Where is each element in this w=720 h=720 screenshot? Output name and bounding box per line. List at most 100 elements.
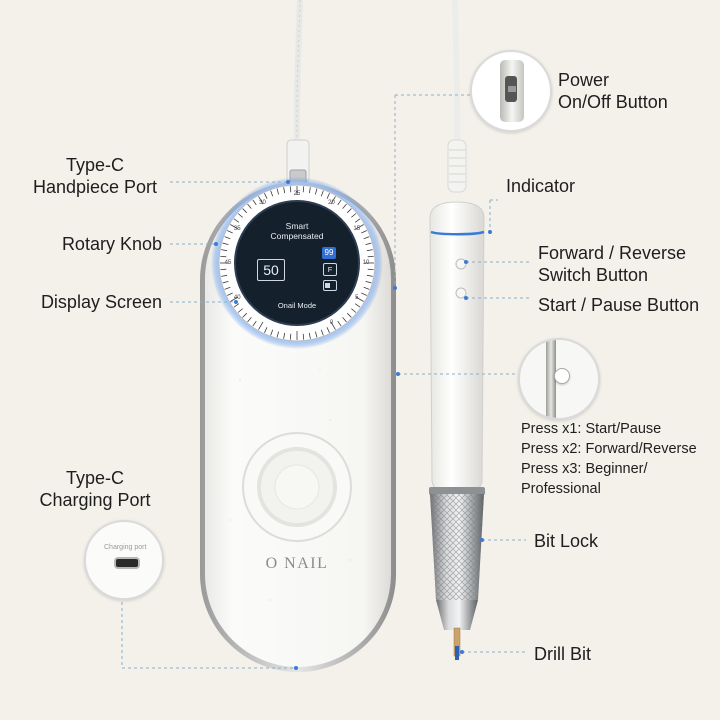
battery-icon — [323, 280, 337, 291]
dial-tick — [264, 327, 268, 333]
dial-tick — [346, 312, 352, 318]
label-handpiece-port: Type-C Handpiece Port — [32, 155, 158, 197]
dial-tick — [252, 199, 257, 206]
dial-tick — [314, 331, 318, 338]
label-forward-reverse: Forward / Reverse Switch Button — [538, 243, 687, 285]
dial-tick — [308, 332, 311, 339]
usb-c-port-icon — [114, 557, 140, 569]
screen-mode: Onail Mode — [277, 301, 317, 310]
dial-tick — [242, 208, 248, 214]
dial-tick — [326, 193, 330, 199]
dial-tick — [308, 187, 311, 194]
dial-tick — [363, 236, 370, 240]
dial-tick — [224, 286, 231, 290]
dial-number: 0 — [329, 319, 334, 326]
dial-tick — [230, 296, 239, 302]
label-start-pause: Start / Pause Button — [538, 295, 700, 315]
dial-number: 35 — [233, 225, 241, 232]
dial-tick — [258, 196, 264, 205]
dial-tick — [361, 230, 367, 234]
dial-tick — [221, 249, 228, 252]
dial-tick — [363, 286, 370, 290]
dial-tick — [276, 188, 280, 195]
dial-tick — [355, 224, 364, 230]
dial-tick — [342, 203, 347, 209]
dial-tick — [361, 292, 367, 296]
dial-tick — [242, 312, 248, 318]
label-indicator: Indicator — [506, 176, 576, 196]
dial-number: 10 — [362, 260, 370, 266]
charging-port-zoom: Charging port — [84, 520, 164, 600]
dial-tick — [302, 333, 305, 340]
dial-tick — [365, 242, 372, 246]
dial-number: 20 — [328, 200, 335, 207]
power-switch-zoom — [470, 50, 552, 132]
dial-tick — [351, 213, 357, 218]
dial-tick — [247, 203, 252, 209]
dial-number: 15 — [353, 225, 361, 232]
dial-tick — [330, 321, 336, 330]
dial-tick — [366, 249, 373, 252]
dial-tick — [227, 230, 233, 234]
dial-tick — [367, 255, 374, 258]
dial-tick — [220, 255, 227, 258]
dial-tick — [337, 320, 342, 327]
dial-tick — [367, 268, 374, 271]
dial-tick — [237, 213, 243, 218]
dial-number: 40 — [233, 294, 241, 301]
dial-tick — [233, 303, 240, 308]
screen-badge-letter: F — [323, 263, 337, 276]
dial-tick — [247, 317, 252, 323]
dial-tick — [366, 274, 373, 277]
dial-number: 25 — [293, 191, 301, 197]
charging-port-text: Charging port — [104, 544, 147, 551]
label-drill-bit: Drill Bit — [534, 644, 591, 664]
dial-tick — [264, 193, 268, 199]
dial-tick — [270, 329, 274, 336]
dial-tick — [365, 280, 372, 284]
dial-tick — [222, 280, 229, 284]
screen-title-line1: Smart — [285, 221, 309, 231]
dial-tick — [221, 274, 228, 277]
dial-tick — [233, 218, 240, 223]
dial-tick — [320, 329, 324, 336]
dial-tick — [355, 296, 364, 302]
display-screen: Smart Compensated 50 99 F Onail Mode — [235, 201, 359, 325]
dial-tick — [270, 190, 274, 197]
brand-logo: O NAIL — [265, 555, 329, 572]
dial-tick — [289, 333, 292, 340]
press-info: Press x1: Start/Pause Press x2: Forward/… — [521, 421, 697, 497]
label-display-screen: Display Screen — [40, 292, 162, 312]
dial-tick — [227, 292, 233, 296]
pen-button-zoom — [518, 338, 600, 420]
label-charging-port: Type-C Charging Port — [39, 468, 151, 510]
dial-tick — [252, 320, 257, 327]
dial-tick — [326, 327, 330, 333]
dial-number: 45 — [224, 260, 232, 266]
dial-tick — [283, 187, 286, 194]
dial-tick — [337, 199, 342, 206]
dial-tick — [351, 308, 357, 313]
dial-tick — [220, 268, 227, 271]
label-power-button: Power On/Off Button — [558, 70, 668, 112]
label-rotary-knob: Rotary Knob — [61, 234, 162, 254]
screen-badge-number: 99 — [322, 247, 336, 259]
speed-readout: 50 — [257, 259, 285, 281]
dial-tick — [276, 331, 280, 338]
dial-tick — [330, 196, 336, 205]
dial-tick — [237, 308, 243, 313]
dial-tick — [314, 188, 318, 195]
screen-title-line2: Compensated — [270, 231, 324, 241]
dial-tick — [320, 190, 324, 197]
dial-tick — [354, 303, 361, 308]
pen-button-icon — [554, 368, 570, 384]
dial-tick — [224, 236, 231, 240]
dial-number: 5 — [355, 294, 359, 301]
dial-tick — [222, 242, 229, 246]
label-bit-lock: Bit Lock — [534, 531, 599, 551]
dial-tick — [342, 317, 347, 323]
dial-tick — [258, 321, 264, 330]
